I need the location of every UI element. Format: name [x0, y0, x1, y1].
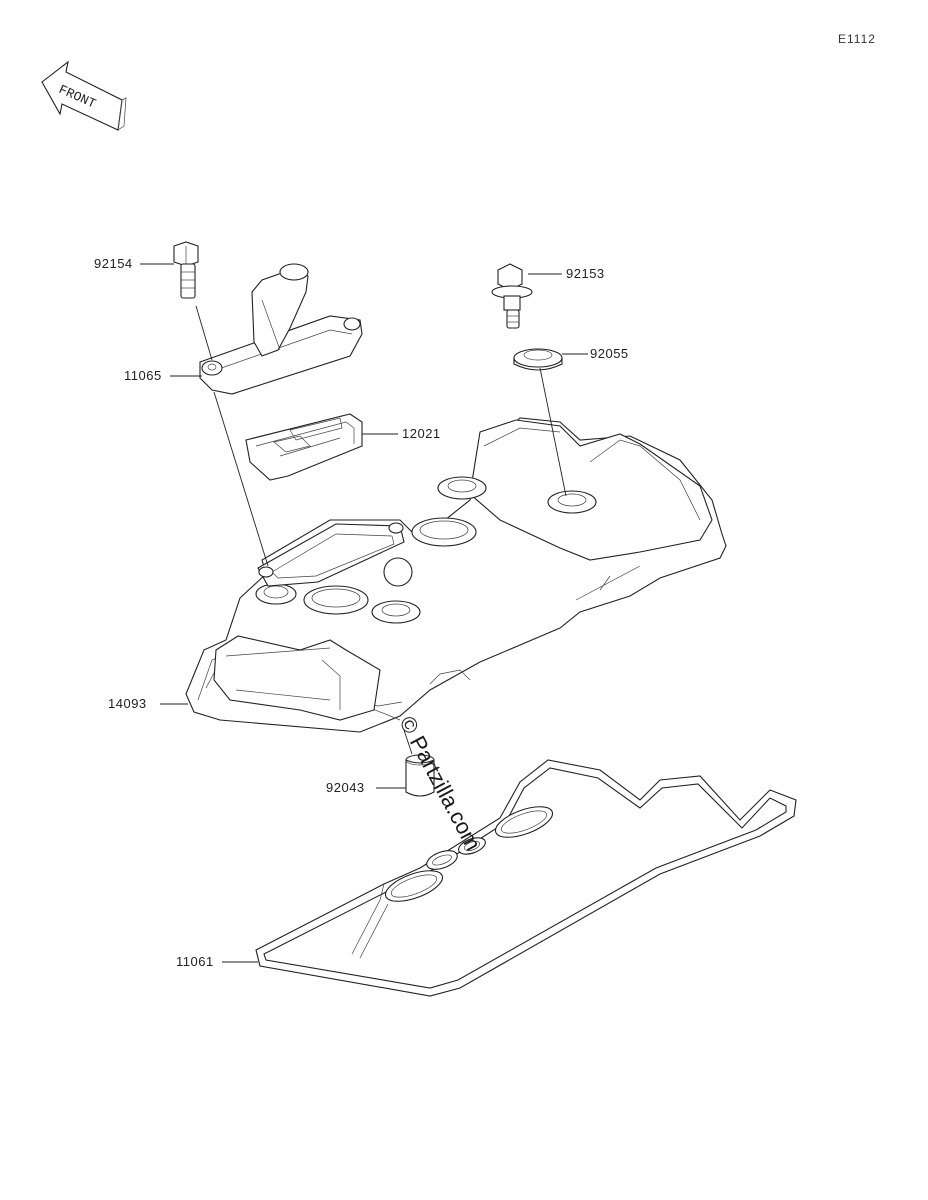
- leader-lines: [140, 263, 588, 963]
- cylinder-head-cover-14093[interactable]: [185, 417, 727, 733]
- front-direction-arrow-icon: FRONT: [41, 60, 127, 131]
- part-label-11065[interactable]: 11065: [124, 368, 162, 383]
- bolt-92154[interactable]: [173, 241, 199, 299]
- part-label-12021[interactable]: 12021: [402, 426, 441, 441]
- part-label-14093[interactable]: 14093: [108, 696, 147, 711]
- dowel-pin-92043[interactable]: [405, 754, 435, 797]
- bolt-92153[interactable]: [491, 263, 533, 329]
- gasket-11061[interactable]: [255, 759, 797, 997]
- part-label-92043[interactable]: 92043: [326, 780, 365, 795]
- reed-valve-12021[interactable]: [245, 413, 363, 481]
- cover-11065[interactable]: [199, 263, 363, 395]
- part-label-92055[interactable]: 92055: [590, 346, 629, 361]
- part-label-92154[interactable]: 92154: [94, 256, 133, 271]
- part-label-92153[interactable]: 92153: [566, 266, 605, 281]
- diagram-code: E1112: [838, 32, 876, 46]
- port-holes: [255, 476, 597, 624]
- grommet-92055[interactable]: [513, 348, 563, 371]
- part-label-11061[interactable]: 11061: [176, 954, 214, 969]
